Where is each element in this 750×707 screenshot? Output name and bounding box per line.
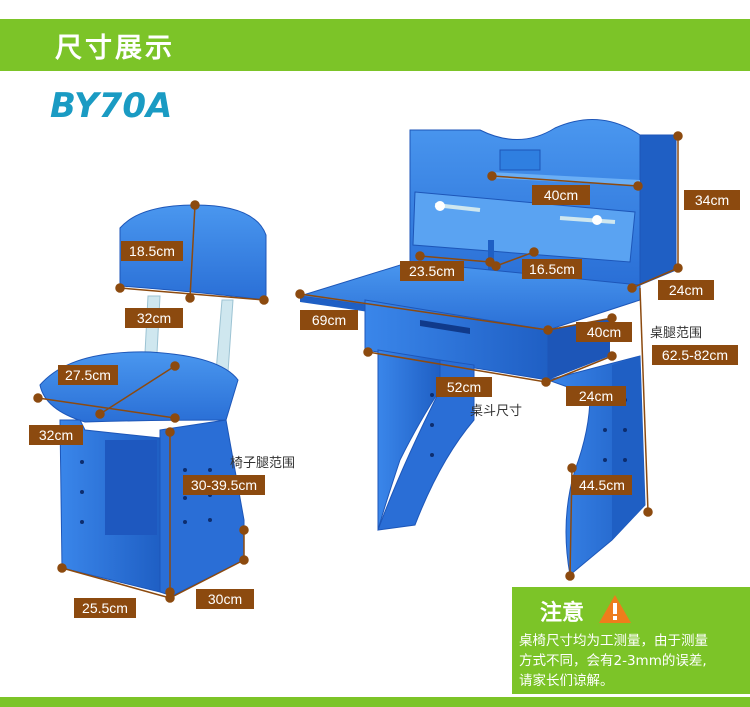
footer-bar xyxy=(0,697,750,707)
desk-hutch-left-label: 23.5cm xyxy=(400,261,464,281)
chair-leg-range-caption: 椅子腿范围 xyxy=(230,456,296,471)
desk-drawer-caption: 桌斗尺寸 xyxy=(470,404,523,419)
notice-title: 注意 xyxy=(540,601,585,626)
chair-seat-depth-label: 27.5cm xyxy=(58,365,118,385)
desk-leg-height-label: 44.5cm xyxy=(572,475,632,495)
desk-drawer-depth-label: 40cm xyxy=(576,322,632,342)
warning-icon xyxy=(599,595,631,623)
desk xyxy=(299,119,677,576)
desk-drawer-height-label: 24cm xyxy=(566,386,626,406)
notice-box: 注意 桌椅尺寸均为工测量，由于测量 方式不同，会有2-3mm的误差, 请家长们谅… xyxy=(512,587,750,694)
chair-base-depth-label: 25.5cm xyxy=(74,598,136,618)
chair xyxy=(39,204,267,597)
desk-hutch-right-label: 16.5cm xyxy=(522,259,582,279)
chair-back-width-label: 32cm xyxy=(125,308,183,328)
notice-text: 桌椅尺寸均为工测量，由于测量 方式不同，会有2-3mm的误差, 请家长们谅解。 xyxy=(519,633,708,689)
desk-hutch-depth-label: 24cm xyxy=(658,280,714,300)
dimension-lines xyxy=(33,131,683,603)
desk-drawer-width-label: 52cm xyxy=(436,377,492,397)
chair-leg-range-label: 30-39.5cm xyxy=(183,475,265,495)
desk-shelf-height-label: 34cm xyxy=(684,190,740,210)
chair-base-width-label: 30cm xyxy=(196,589,254,609)
chair-seat-width-label: 32cm xyxy=(29,425,83,445)
desk-leg-range-caption: 桌腿范围 xyxy=(650,326,703,341)
desk-leg-range-label: 62.5-82cm xyxy=(652,345,738,365)
desk-top-width-label: 69cm xyxy=(300,310,358,330)
page-title: 尺寸展示 xyxy=(55,33,175,64)
model-number: BY70A xyxy=(50,86,173,126)
desk-shelf-width-label: 40cm xyxy=(532,185,590,205)
header-banner xyxy=(0,19,750,71)
chair-back-height-label: 18.5cm xyxy=(121,241,183,261)
